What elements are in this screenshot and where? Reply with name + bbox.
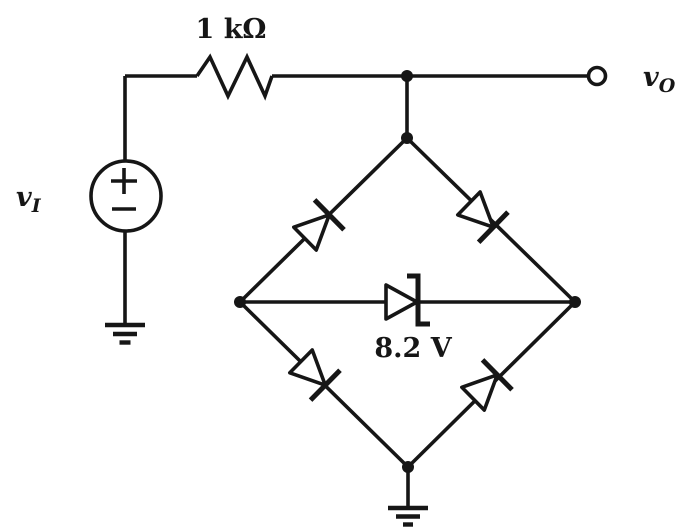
diode-upper-right-symbol: [455, 190, 510, 244]
ground-symbol-left: [105, 322, 145, 345]
voltage-source-circle: [89, 159, 163, 233]
output-terminal: [586, 65, 608, 87]
zener-diode-symbol: [384, 273, 430, 327]
junction-dot-bridge-bottom: [402, 461, 414, 473]
resistor-value-label: 1 kΩ: [196, 14, 267, 45]
input-voltage-subscript: I: [31, 195, 42, 217]
ground-symbol-bottom: [388, 505, 428, 527]
wires: [123, 74, 589, 508]
zener-voltage-label: 8.2 V: [374, 333, 452, 364]
junction-dot-bridge-top: [401, 132, 413, 144]
resistor-symbol: [195, 52, 274, 101]
plus-sign-icon: [111, 168, 137, 194]
output-voltage-label: vO: [643, 62, 676, 97]
input-voltage-label: vI: [16, 182, 42, 217]
diode-lower-left-symbol: [288, 348, 342, 402]
input-voltage-base: v: [16, 182, 32, 213]
junction-dot-output: [401, 70, 413, 82]
output-voltage-base: v: [643, 62, 659, 93]
junction-dot-bridge-right: [569, 296, 581, 308]
diode-lower-right-symbol: [460, 358, 514, 412]
diode-upper-left-symbol: [292, 198, 346, 252]
junction-dots: [234, 70, 581, 473]
voltage-source-symbol: [89, 159, 163, 233]
output-voltage-subscript: O: [659, 75, 676, 97]
junction-dot-bridge-left: [234, 296, 246, 308]
